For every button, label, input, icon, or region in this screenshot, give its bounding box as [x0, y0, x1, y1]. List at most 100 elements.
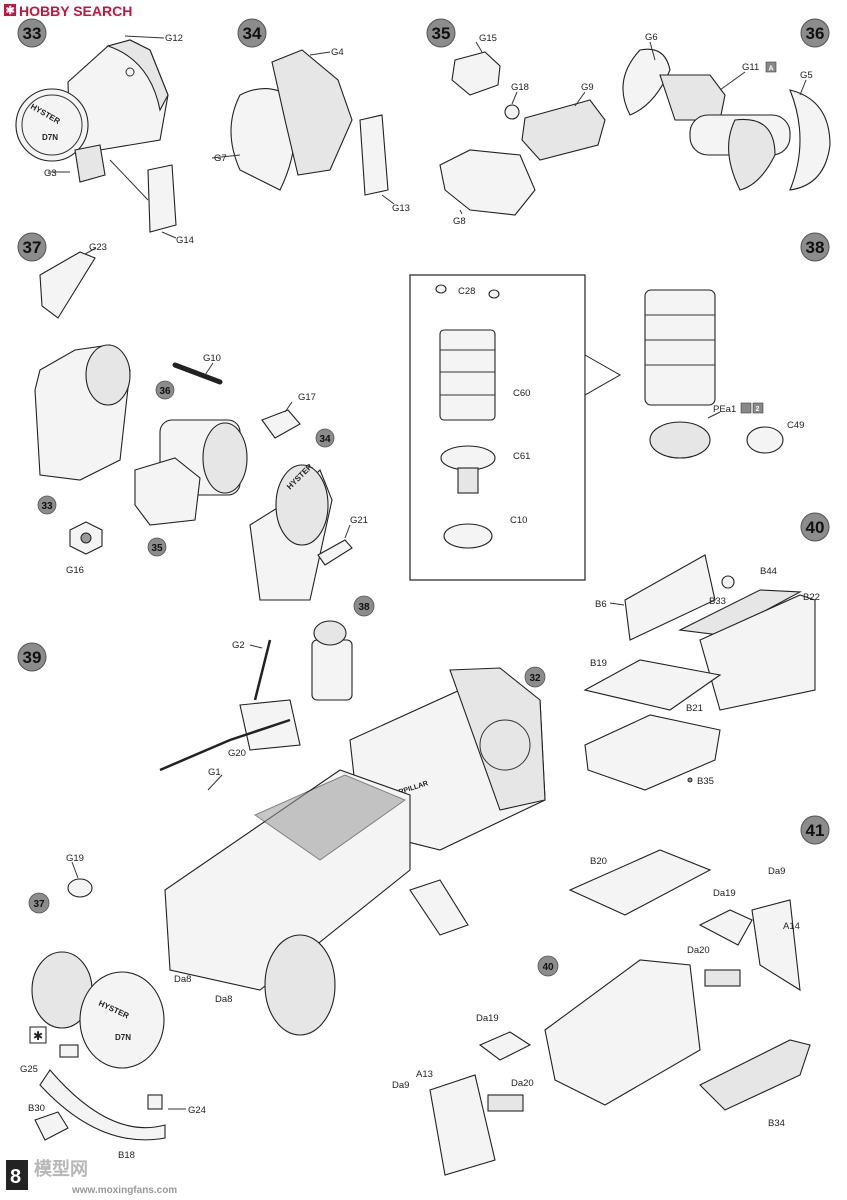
part-label-c60: C60	[513, 388, 530, 399]
winch-end-plate	[15, 88, 89, 162]
part-label-b6: B6	[595, 599, 607, 610]
step-40: 40 B6 B33 B44 B22 B19 B21 B35	[583, 512, 830, 791]
ref-step-33: 33	[37, 495, 57, 515]
part-label-b22: B22	[803, 592, 820, 603]
nut-g18	[504, 104, 520, 120]
step-39-badge: 39	[17, 642, 47, 672]
step-35: 35 G15 G18 G9 G8	[426, 18, 606, 227]
step-35-badge: 35	[426, 18, 456, 48]
svg-text:41: 41	[806, 821, 825, 840]
part-label-da20a: Da20	[687, 945, 710, 956]
axle-frame	[659, 74, 726, 121]
svg-text:33: 33	[41, 501, 53, 512]
air-cleaner-base	[649, 421, 711, 459]
part-label-b21: B21	[686, 703, 703, 714]
decal-badge-icon	[765, 61, 777, 73]
part-label-c10: C10	[510, 515, 527, 526]
part-label-g20: G20	[228, 748, 246, 759]
part-label-g10: G10	[203, 353, 221, 364]
part-label-da20b: Da20	[511, 1078, 534, 1089]
air-cleaner-on-hull	[311, 639, 353, 701]
pad-da19a	[698, 909, 753, 946]
block-da20b	[487, 1094, 524, 1112]
part-label-b19: B19	[590, 658, 607, 669]
part-label-da8a: Da8	[174, 974, 191, 985]
block-da20a	[704, 969, 741, 987]
part-label-a14: A14	[783, 921, 800, 932]
step-34: 34 G4 G7 G13	[211, 18, 410, 214]
air-cleaner-assembled	[644, 289, 716, 406]
part-label-a13: A13	[416, 1069, 433, 1080]
part-label-g8: G8	[453, 216, 466, 227]
pad-da19b	[478, 1031, 532, 1061]
frame-g9	[521, 99, 606, 161]
knob-b33	[721, 575, 735, 589]
photo-etch-icon	[740, 402, 752, 414]
part-label-g21: G21	[350, 515, 368, 526]
hobby-search-logo: ✱ HOBBY SEARCH	[4, 3, 132, 19]
part-label-g2: G2	[232, 640, 245, 651]
part-label-g15: G15	[479, 33, 497, 44]
part-label-da9a: Da9	[768, 866, 785, 877]
floor-grate	[253, 774, 407, 861]
step-37: 37 G23 33 G10 36 35 G16	[17, 232, 368, 601]
step-39: 39 G2 G20 G1 38 32 CATERPILLAR	[17, 595, 546, 1161]
part-label-b30: B30	[28, 1103, 45, 1114]
ref-step-38: 38	[353, 595, 375, 617]
step-41-badge: 41	[800, 815, 830, 845]
inset-detail-box	[409, 274, 586, 581]
watermark-url: www.moxingfans.com	[71, 1185, 177, 1196]
step-38: 38 C28 C60 C61 C10 PEa1 2 C49	[409, 232, 830, 581]
page-number: 8	[10, 1166, 21, 1188]
part-label-da8b: Da8	[215, 994, 232, 1005]
svg-text:34: 34	[243, 24, 262, 43]
part-label-b18: B18	[118, 1150, 135, 1161]
step-34-badge: 34	[237, 18, 267, 48]
idler-wheel	[264, 934, 336, 1036]
ref-step-34: 34	[315, 428, 335, 448]
part-label-b20: B20	[590, 856, 607, 867]
cushion-b34	[699, 1039, 811, 1111]
step-41: 41 B20 Da9 Da19 A14 Da20 40 B34 Da19 Da2…	[392, 815, 830, 1176]
ref-step-40: 40	[537, 955, 559, 977]
ref-step-37: 37	[28, 892, 50, 914]
part-label-da19a: Da19	[713, 888, 736, 899]
step-38-badge: 38	[800, 232, 830, 262]
part-label-g23: G23	[89, 242, 107, 253]
winch-end-cover	[79, 971, 165, 1069]
drum-flange-g5	[789, 89, 831, 191]
ref-step-32: 32	[524, 666, 546, 688]
part-label-da9b: Da9	[392, 1080, 409, 1091]
part-label-g25: G25	[20, 1064, 38, 1075]
block-assembly	[134, 457, 201, 526]
ref-step-35: 35	[147, 537, 167, 557]
part-label-b44: B44	[760, 566, 777, 577]
cap-c49	[746, 426, 784, 454]
part-label-pea1: PEa1	[713, 404, 736, 415]
part-label-g19: G19	[66, 853, 84, 864]
step-plate	[409, 879, 469, 936]
svg-text:A: A	[769, 66, 774, 73]
seat-base-b19	[583, 659, 722, 711]
bracket-g17	[261, 409, 301, 439]
part-label-c28: C28	[458, 286, 475, 297]
step-36-badge: 36	[800, 18, 830, 48]
bracket-g13	[359, 114, 389, 196]
svg-text:2: 2	[756, 406, 760, 413]
svg-text:✱: ✱	[6, 5, 15, 17]
drawbar-b18	[39, 1069, 166, 1141]
winch-bracket-g3	[74, 144, 106, 183]
handle-g21	[317, 539, 353, 566]
inset-callout-arrow	[584, 354, 622, 396]
svg-text:D7N: D7N	[42, 133, 58, 142]
svg-text:36: 36	[159, 386, 171, 397]
gear-housing-g4	[271, 49, 353, 176]
hobby-search-logo-icon	[4, 4, 16, 16]
side-panel-a14	[751, 899, 801, 992]
bracket-g24	[147, 1094, 163, 1110]
page-number-box	[6, 1160, 28, 1190]
svg-text:D7N: D7N	[115, 1033, 131, 1042]
part-label-g11: G11	[742, 62, 759, 73]
part-label-g3: G3	[44, 168, 57, 179]
hobby-search-brand: HOBBY SEARCH	[19, 3, 132, 19]
